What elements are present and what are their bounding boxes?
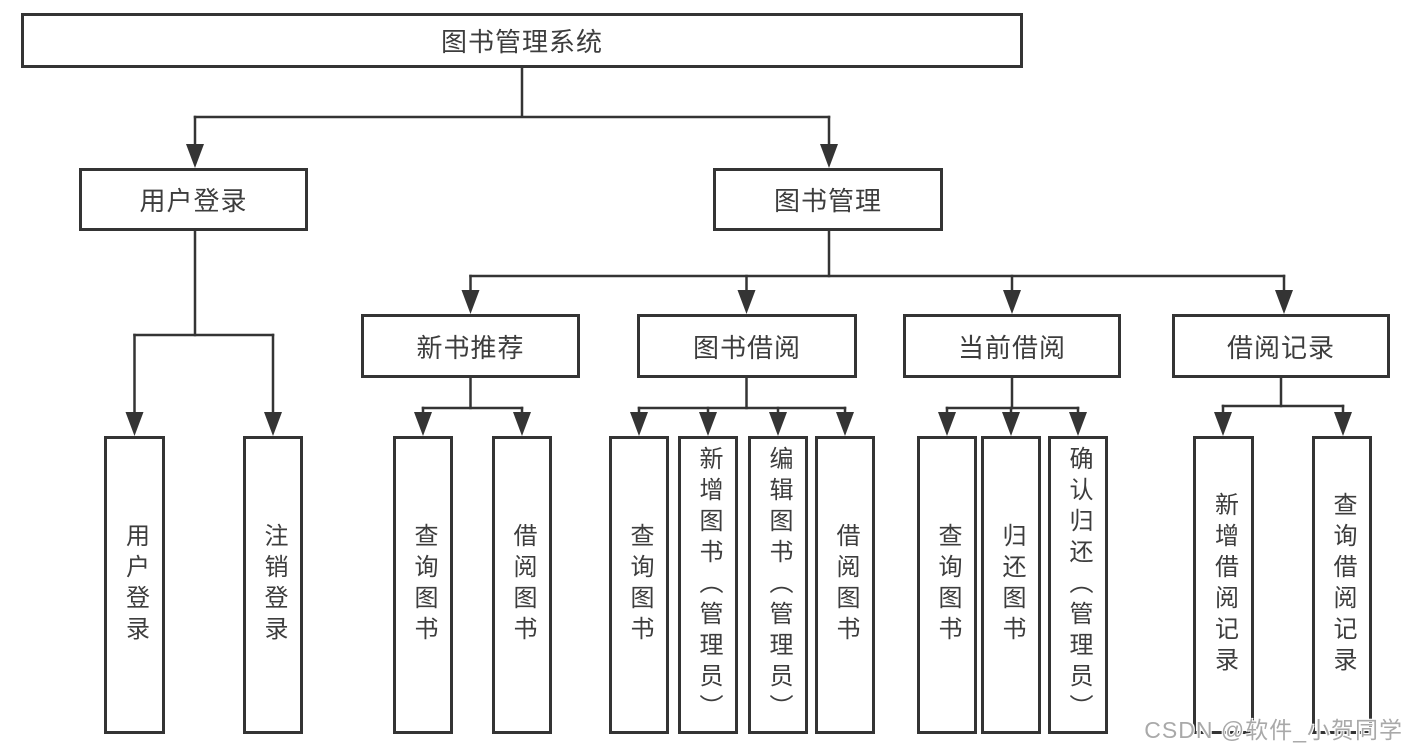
leaf-edit-book-admin-label: 编辑图书（管理员） <box>765 445 792 725</box>
leaf-add-book-admin: 新增图书（管理员） <box>678 436 738 734</box>
arrowhead-icon <box>186 144 204 168</box>
leaf-query-books-current: 查询图书 <box>917 436 977 734</box>
node-borrow-records: 借阅记录 <box>1172 314 1390 378</box>
arrowhead-icon <box>630 412 648 436</box>
leaf-user-login-label: 用户登录 <box>121 523 149 647</box>
arrowhead-icon <box>769 412 787 436</box>
arrowhead-icon <box>1214 412 1232 436</box>
arrowhead-icon <box>1275 290 1293 314</box>
arrowhead-icon <box>820 144 838 168</box>
leaf-query-books-borrow-label: 查询图书 <box>626 523 653 647</box>
leaf-confirm-return-admin-label: 确认归还（管理员） <box>1065 445 1092 725</box>
arrowhead-icon <box>513 412 531 436</box>
node-user-login: 用户登录 <box>79 168 308 231</box>
arrowhead-icon <box>699 412 717 436</box>
arrowhead-icon <box>836 412 854 436</box>
arrowhead-icon <box>461 290 480 314</box>
node-book-management-label: 图书管理 <box>773 186 882 216</box>
node-current-borrow: 当前借阅 <box>903 314 1121 378</box>
leaf-query-books-borrow: 查询图书 <box>609 436 669 734</box>
leaf-return-books-label: 归还图书 <box>998 523 1025 647</box>
node-book-borrow: 图书借阅 <box>637 314 857 378</box>
leaf-query-borrow-record-label: 查询借阅记录 <box>1329 492 1356 678</box>
arrowhead-icon <box>737 290 756 314</box>
node-root-label: 图书管理系统 <box>440 27 603 57</box>
leaf-user-login: 用户登录 <box>104 436 165 734</box>
leaf-borrow-books-recommend-label: 借阅图书 <box>509 523 536 647</box>
leaf-query-books-recommend-label: 查询图书 <box>410 523 437 647</box>
leaf-logout: 注销登录 <box>243 436 303 734</box>
node-new-book-recommend: 新书推荐 <box>361 314 580 378</box>
leaf-query-borrow-record: 查询借阅记录 <box>1312 436 1372 734</box>
arrowhead-icon <box>1334 412 1352 436</box>
leaf-query-books-recommend: 查询图书 <box>393 436 453 734</box>
leaf-edit-book-admin: 编辑图书（管理员） <box>748 436 808 734</box>
arrowhead-icon <box>938 412 956 436</box>
leaf-return-books: 归还图书 <box>981 436 1041 734</box>
node-root: 图书管理系统 <box>21 13 1023 68</box>
node-current-borrow-label: 当前借阅 <box>957 332 1066 363</box>
node-book-management: 图书管理 <box>713 168 943 231</box>
leaf-add-book-admin-label: 新增图书（管理员） <box>695 445 722 725</box>
leaf-query-books-current-label: 查询图书 <box>934 523 961 647</box>
leaf-confirm-return-admin: 确认归还（管理员） <box>1048 436 1108 734</box>
leaf-borrow-books: 借阅图书 <box>815 436 875 734</box>
connector-arrowheads <box>125 144 1352 436</box>
arrowhead-icon <box>1002 412 1020 436</box>
csdn-watermark: CSDN @软件_小贺同学 <box>1144 717 1403 743</box>
node-new-book-recommend-label: 新书推荐 <box>416 332 525 363</box>
leaf-logout-label: 注销登录 <box>260 523 287 647</box>
leaf-add-borrow-record-label: 新增借阅记录 <box>1210 492 1238 678</box>
arrowhead-icon <box>1003 290 1021 314</box>
leaf-add-borrow-record: 新增借阅记录 <box>1193 436 1254 734</box>
arrowhead-icon <box>125 412 144 436</box>
arrowhead-icon <box>414 412 432 436</box>
leaf-borrow-books-label: 借阅图书 <box>832 523 859 647</box>
node-book-borrow-label: 图书借阅 <box>692 332 801 363</box>
node-borrow-records-label: 借阅记录 <box>1226 332 1335 363</box>
arrowhead-icon <box>1069 412 1087 436</box>
node-user-login-label: 用户登录 <box>139 186 248 216</box>
leaf-borrow-books-recommend: 借阅图书 <box>492 436 552 734</box>
arrowhead-icon <box>264 412 282 436</box>
